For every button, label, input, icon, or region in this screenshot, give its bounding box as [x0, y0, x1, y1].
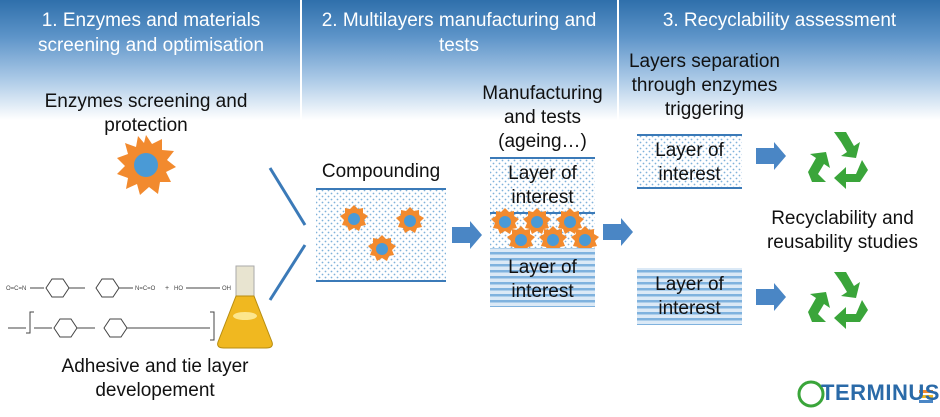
logo-icon [797, 380, 933, 408]
adhesive-label: Adhesive and tie layer developement [61, 356, 249, 401]
column-1-header [0, 0, 300, 120]
recyclability-label: Recyclability and reusability studies [766, 208, 919, 253]
terminus-logo: TERMINUS [797, 376, 940, 412]
column-1-title: 1. Enzymes and materials screening and o… [37, 10, 265, 56]
separated-layer-top [637, 136, 742, 188]
layer-of-interest-bottom: Layer of interest [508, 257, 577, 302]
compounding-label: Compounding [321, 161, 441, 182]
layers-separation-label: Layers separation through enzymes trigge… [628, 51, 781, 120]
svg-text:HO: HO [174, 286, 183, 292]
compounding-box [316, 190, 446, 280]
arrow-4 [756, 283, 786, 311]
enzymes-screening-label: Enzymes screening and protection [44, 91, 248, 136]
column-2-header [302, 0, 617, 120]
flask-icon [217, 265, 273, 349]
chemical-structure: O=C=N N=C=O + HO OH [6, 278, 231, 341]
recycle-icon-bottom [808, 272, 868, 329]
logo-text: TERMINUS [821, 380, 940, 405]
layer-bottom [490, 248, 595, 307]
recycle-icon-top [808, 132, 868, 189]
svg-text:O=C=N: O=C=N [6, 286, 26, 292]
bracket-connector [268, 167, 307, 301]
svg-text:N=C=O: N=C=O [135, 286, 156, 292]
enzyme-screening-icon [117, 135, 176, 195]
layer-top [490, 159, 595, 213]
manufacturing-label: Manufacturing and tests (ageing…) [482, 83, 603, 152]
column-2-title: 2. Multilayers manufacturing and tests [321, 10, 597, 56]
arrow-2 [603, 218, 633, 246]
column-3-header [619, 0, 940, 120]
column-3-title: 3. Recyclability assessment [662, 10, 897, 31]
arrow-3 [756, 142, 786, 170]
svg-text:OH: OH [222, 286, 231, 292]
layer-of-interest-separated-bottom: Layer of interest [655, 274, 724, 319]
svg-text:+: + [165, 285, 169, 292]
layer-of-interest-top: Layer of interest [508, 163, 577, 208]
separated-layer-bottom [637, 268, 742, 325]
layer-of-interest-separated-top: Layer of interest [655, 140, 724, 185]
arrow-1 [452, 221, 482, 249]
